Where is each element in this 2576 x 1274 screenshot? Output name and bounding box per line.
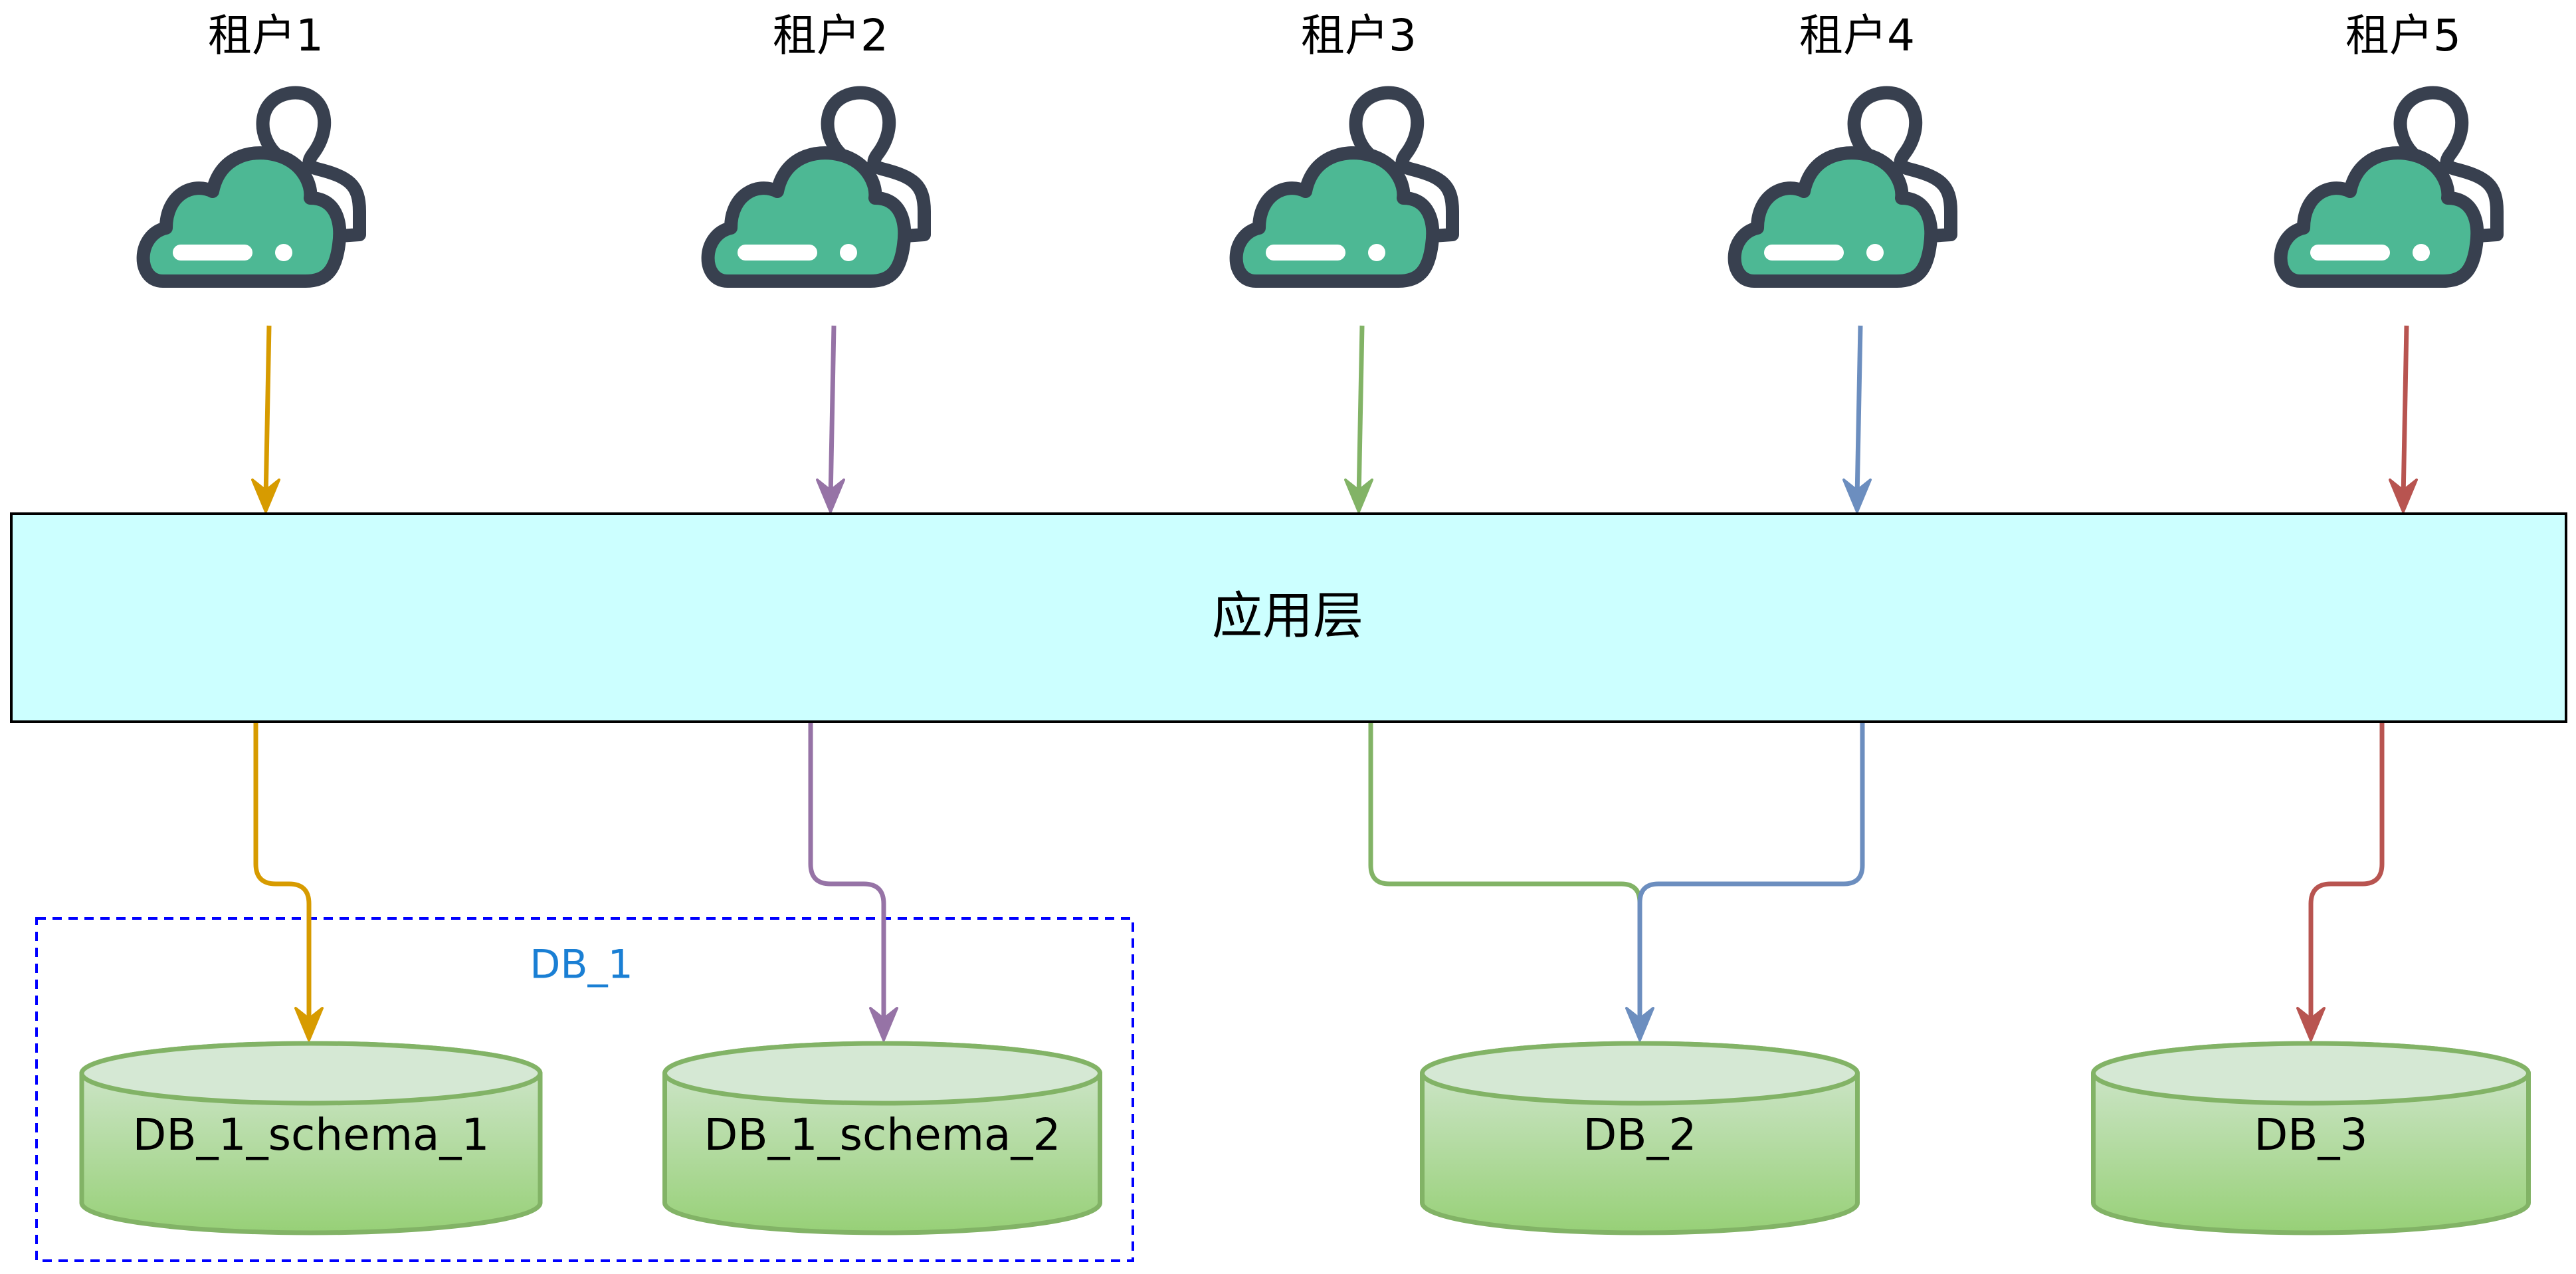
db-4-label: DB_3 xyxy=(2254,1109,2367,1160)
cloud-user-icon xyxy=(144,93,359,281)
cloud-user-icon xyxy=(708,93,924,281)
db-1-top xyxy=(79,1041,543,1106)
connector-tenant-5 xyxy=(2308,723,2385,1027)
tenant-5-arrowhead xyxy=(2389,478,2418,513)
connector-2-arrowhead xyxy=(869,1007,898,1041)
tenant-1-label: 租户1 xyxy=(208,10,324,61)
connector-1-arrowhead xyxy=(294,1007,324,1041)
tenant-1-arrowhead xyxy=(251,478,280,513)
db-2-label: DB_1_schema_2 xyxy=(704,1109,1061,1160)
tenant-2-arrow xyxy=(828,325,837,499)
db-2-top xyxy=(662,1041,1102,1106)
app-layer-box xyxy=(10,512,2567,723)
tenant-4-label: 租户4 xyxy=(1799,10,1915,61)
cloud-user-icon xyxy=(1735,93,1951,281)
cloud-user-icon xyxy=(1237,93,1452,281)
tenant-3-arrow xyxy=(1356,325,1365,499)
db1-group-box xyxy=(35,917,1134,1262)
connector-tenant-3 xyxy=(1368,723,1642,1027)
tenant-3-arrowhead xyxy=(1344,478,1373,513)
tenant-4-arrow xyxy=(1854,325,1863,499)
connector-tenant-2 xyxy=(808,723,886,1027)
db-3-label: DB_2 xyxy=(1583,1109,1696,1160)
app-layer-label: 应用层 xyxy=(1212,586,1363,645)
db-4-top xyxy=(2091,1041,2531,1106)
db-1-label: DB_1_schema_1 xyxy=(133,1109,490,1160)
tenant-3-label: 租户3 xyxy=(1301,10,1417,61)
db-3-top xyxy=(1420,1041,1860,1106)
connector-tenant-4 xyxy=(1637,723,1865,1027)
tenant-2-arrowhead xyxy=(816,478,845,513)
tenant-1-arrow xyxy=(263,325,272,499)
cloud-user-icon xyxy=(2281,93,2497,281)
connector-4-arrowhead xyxy=(1625,1007,1654,1041)
db1-group-label: DB_1 xyxy=(530,942,633,988)
tenant-2-label: 租户2 xyxy=(773,10,888,61)
connector-5-arrowhead xyxy=(2296,1007,2326,1041)
tenant-5-label: 租户5 xyxy=(2345,10,2461,61)
tenant-4-arrowhead xyxy=(1842,478,1872,513)
connector-tenant-1 xyxy=(253,723,312,1027)
tenant-5-arrow xyxy=(2401,325,2409,499)
